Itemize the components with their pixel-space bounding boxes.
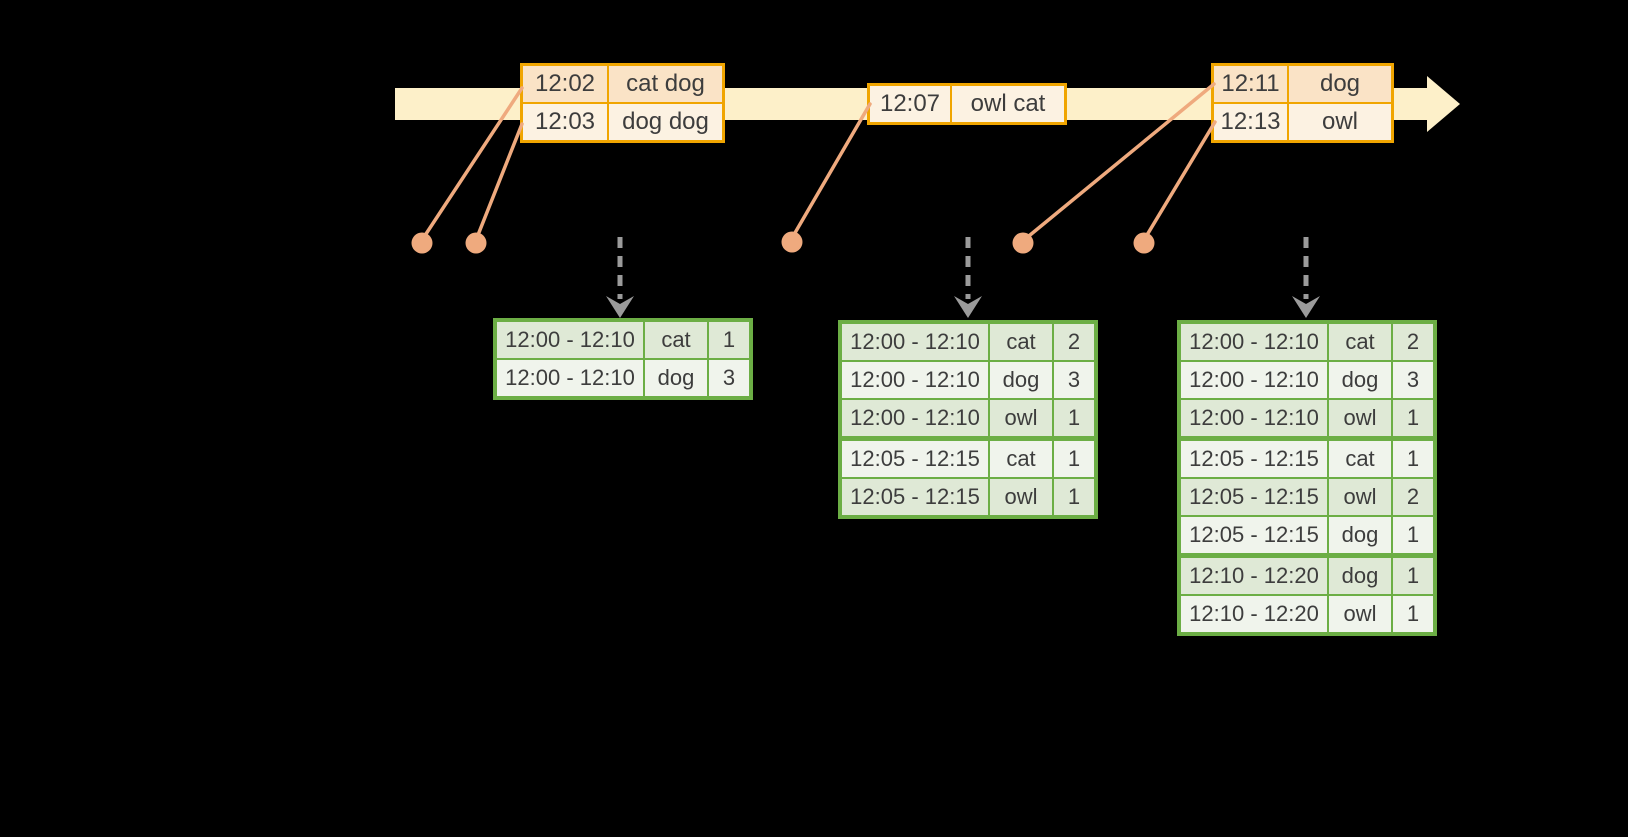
word-cell: owl: [1327, 400, 1391, 436]
table-row: 12:00 - 12:10 dog 3: [497, 358, 749, 396]
table-row: 12:00 - 12:10 cat 2: [1181, 324, 1433, 360]
arrowhead-icon: [1292, 296, 1320, 318]
table-row: 12:03 dog dog: [523, 102, 722, 140]
event-time-cell: 12:03: [523, 104, 609, 140]
event-table-2: 12:07 owl cat: [867, 83, 1067, 125]
window-cell: 12:05 - 12:15: [1189, 484, 1319, 509]
table-row: 12:07 owl cat: [870, 86, 1064, 122]
event-words-cell: owl cat: [970, 90, 1046, 117]
table-row: 12:10 - 12:20 dog 1: [1181, 553, 1433, 594]
count-cell: 2: [1391, 324, 1433, 360]
count-cell: 1: [1391, 441, 1433, 477]
event-words-cell: owl: [1321, 108, 1358, 135]
event-dot-icon: [411, 232, 433, 254]
event-dot-icon: [1133, 232, 1155, 254]
count-cell: 3: [1052, 362, 1094, 398]
count-cell: 1: [1052, 441, 1094, 477]
event-dot-icon: [781, 231, 803, 253]
count-cell: 1: [707, 322, 749, 358]
event-words-cell: cat dog: [626, 70, 705, 97]
connector-line: [1142, 120, 1217, 242]
window-cell: 12:00 - 12:10: [850, 405, 980, 430]
table-row: 12:00 - 12:10 owl 1: [842, 398, 1094, 436]
count-cell: 1: [1052, 400, 1094, 436]
table-row: 12:00 - 12:10 cat 1: [497, 322, 749, 358]
event-time-cell: 12:02: [523, 66, 609, 102]
window-cell: 12:00 - 12:10: [505, 365, 635, 390]
table-row: 12:05 - 12:15 cat 1: [842, 436, 1094, 477]
table-row: 12:05 - 12:15 owl 2: [1181, 477, 1433, 515]
timeline-arrow-head-icon: [1427, 76, 1460, 132]
count-cell: 1: [1391, 400, 1433, 436]
table-row: 12:00 - 12:10 dog 3: [1181, 360, 1433, 398]
count-cell: 2: [1052, 324, 1094, 360]
table-row: 12:05 - 12:15 dog 1: [1181, 515, 1433, 553]
window-cell: 12:10 - 12:20: [1189, 563, 1319, 588]
window-cell: 12:00 - 12:10: [1189, 367, 1319, 392]
event-time-cell: 12:11: [1214, 66, 1289, 102]
count-cell: 1: [1391, 596, 1433, 632]
event-words-cell: dog dog: [622, 108, 709, 135]
table-row: 12:00 - 12:10 owl 1: [1181, 398, 1433, 436]
word-cell: cat: [1327, 441, 1391, 477]
window-cell: 12:05 - 12:15: [850, 484, 980, 509]
table-row: 12:00 - 12:10 cat 2: [842, 324, 1094, 360]
word-cell: cat: [988, 441, 1052, 477]
word-cell: dog: [988, 362, 1052, 398]
event-dots: [411, 231, 1155, 254]
event-time-cell: 12:13: [1214, 104, 1289, 140]
word-cell: owl: [1327, 479, 1391, 515]
word-cell: cat: [988, 324, 1052, 360]
event-words-cell: dog: [1319, 70, 1361, 97]
window-cell: 12:00 - 12:10: [850, 367, 980, 392]
count-cell: 1: [1391, 558, 1433, 594]
event-table-1: 12:02 cat dog 12:03 dog dog: [520, 63, 725, 143]
event-table-3: 12:11 dog 12:13 owl: [1211, 63, 1394, 143]
result-table-1: 12:00 - 12:10 cat 1 12:00 - 12:10 dog 3: [493, 318, 753, 400]
table-row: 12:13 owl: [1214, 102, 1391, 140]
count-cell: 2: [1391, 479, 1433, 515]
word-cell: owl: [988, 479, 1052, 515]
arrowhead-icon: [954, 296, 982, 318]
result-table-2: 12:00 - 12:10 cat 2 12:00 - 12:10 dog 3 …: [838, 320, 1098, 519]
connector-line: [474, 122, 524, 242]
word-cell: dog: [1327, 558, 1391, 594]
window-cell: 12:05 - 12:15: [1189, 446, 1319, 471]
table-row: 12:00 - 12:10 dog 3: [842, 360, 1094, 398]
table-row: 12:02 cat dog: [523, 66, 722, 102]
table-row: 12:11 dog: [1214, 66, 1391, 102]
table-row: 12:10 - 12:20 owl 1: [1181, 594, 1433, 632]
connector-line: [790, 102, 872, 240]
window-cell: 12:00 - 12:10: [1189, 329, 1319, 354]
count-cell: 1: [1052, 479, 1094, 515]
window-cell: 12:00 - 12:10: [850, 329, 980, 354]
window-cell: 12:10 - 12:20: [1189, 601, 1319, 626]
trigger-arrows: [606, 237, 1320, 318]
event-dot-icon: [1012, 232, 1034, 254]
table-row: 12:05 - 12:15 cat 1: [1181, 436, 1433, 477]
word-cell: cat: [643, 322, 707, 358]
table-row: 12:05 - 12:15 owl 1: [842, 477, 1094, 515]
count-cell: 1: [1391, 517, 1433, 553]
event-time-cell: 12:07: [870, 86, 952, 122]
word-cell: dog: [1327, 362, 1391, 398]
result-table-3: 12:00 - 12:10 cat 2 12:00 - 12:10 dog 3 …: [1177, 320, 1437, 636]
word-cell: owl: [1327, 596, 1391, 632]
window-cell: 12:05 - 12:15: [850, 446, 980, 471]
word-cell: dog: [643, 360, 707, 396]
arrowhead-icon: [606, 296, 634, 318]
count-cell: 3: [1391, 362, 1433, 398]
event-dot-icon: [465, 232, 487, 254]
count-cell: 3: [707, 360, 749, 396]
word-cell: owl: [988, 400, 1052, 436]
word-cell: dog: [1327, 517, 1391, 553]
window-cell: 12:05 - 12:15: [1189, 522, 1319, 547]
word-cell: cat: [1327, 324, 1391, 360]
window-cell: 12:00 - 12:10: [1189, 405, 1319, 430]
window-cell: 12:00 - 12:10: [505, 327, 635, 352]
